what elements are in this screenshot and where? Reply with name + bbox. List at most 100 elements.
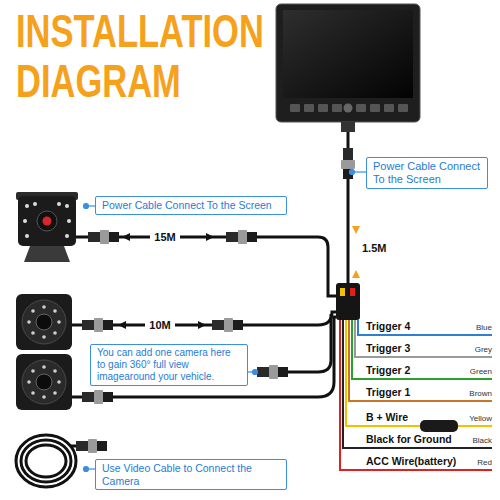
ir-led bbox=[65, 234, 69, 238]
brown-wire bbox=[349, 320, 492, 401]
camera-body bbox=[18, 196, 76, 246]
ir-led bbox=[42, 305, 46, 309]
wire-label: Trigger 1 bbox=[366, 386, 476, 399]
cable-coupler bbox=[212, 318, 243, 332]
cable-coupler bbox=[226, 230, 257, 244]
leader-dot bbox=[84, 467, 89, 472]
side-camera bbox=[16, 354, 72, 410]
leader-dot bbox=[84, 204, 89, 209]
ir-led bbox=[42, 365, 46, 369]
callout-text: Power Cable Connect To the Screen bbox=[102, 199, 280, 212]
wire-color-name: Yellow bbox=[432, 414, 492, 424]
dimension-arrow bbox=[118, 321, 126, 329]
junction-mark bbox=[350, 288, 355, 296]
grey-wire bbox=[355, 320, 492, 357]
ir-led bbox=[42, 335, 46, 339]
monitor-button bbox=[370, 104, 380, 112]
wire-label: Black for Ground bbox=[366, 433, 476, 446]
wire-color-name: Blue bbox=[432, 323, 492, 333]
cable-coupler bbox=[257, 365, 288, 379]
dimension-arrow bbox=[206, 233, 214, 241]
dimension-arrow bbox=[198, 321, 206, 329]
callout-box: You can add one camera here to gain 360°… bbox=[90, 344, 248, 386]
coil-loop bbox=[16, 435, 76, 487]
ir-led bbox=[25, 234, 29, 238]
camera-dome bbox=[22, 300, 66, 344]
diagram-title: INSTALLATION DIAGRAM bbox=[16, 6, 279, 106]
ir-led bbox=[31, 391, 35, 395]
monitor-button bbox=[384, 104, 394, 112]
junction-body bbox=[336, 283, 360, 320]
cable-coupler bbox=[341, 148, 355, 179]
camera-cable bbox=[72, 317, 336, 397]
callout-text: Power Cable Connect To the Screen bbox=[373, 160, 481, 186]
power-button bbox=[344, 104, 353, 113]
callout-text: Use Video Cable to Connect the Camera bbox=[102, 462, 280, 487]
cable-coupler bbox=[82, 390, 113, 404]
callout-leaders bbox=[84, 170, 367, 472]
monitor-button bbox=[332, 104, 342, 112]
monitor-button bbox=[356, 104, 366, 112]
monitor-screen bbox=[283, 10, 413, 98]
wire-color-name: Grey bbox=[432, 345, 492, 355]
callout-box: Power Cable Connect To the Screen bbox=[95, 196, 287, 215]
junction-box bbox=[336, 283, 360, 320]
ir-led bbox=[33, 202, 37, 206]
cable-coupler bbox=[82, 318, 113, 332]
coil-loop bbox=[26, 445, 66, 477]
dimension-label: 15M bbox=[150, 231, 180, 244]
fuse-holder bbox=[420, 420, 458, 432]
ir-led bbox=[31, 309, 35, 313]
trigger-wires bbox=[340, 320, 492, 470]
dimension-arrow bbox=[122, 233, 130, 241]
wire-label: Trigger 3 bbox=[366, 342, 476, 355]
monitor-button bbox=[318, 104, 328, 112]
camera-body bbox=[16, 294, 72, 350]
monitor bbox=[276, 4, 420, 132]
ir-led bbox=[25, 204, 29, 208]
ir-led bbox=[53, 391, 57, 395]
wire-color-name: Green bbox=[432, 367, 492, 377]
wire-label: ACC Wire(battery) bbox=[366, 455, 476, 468]
extension-cable bbox=[288, 314, 331, 372]
dimension-arrow bbox=[352, 226, 360, 234]
camera-bracket bbox=[24, 246, 70, 262]
side-camera bbox=[16, 294, 72, 350]
ir-led bbox=[65, 204, 69, 208]
wire-color-name: Brown bbox=[432, 389, 492, 399]
ir-led bbox=[67, 219, 71, 223]
black-wire bbox=[343, 320, 492, 448]
ir-led bbox=[57, 202, 61, 206]
box-camera bbox=[16, 192, 78, 262]
monitor-stem bbox=[341, 122, 355, 132]
monitor-body bbox=[276, 4, 420, 122]
junction-mark bbox=[340, 288, 345, 296]
wire-label: B + Wire bbox=[366, 411, 476, 424]
dimension-arrow bbox=[352, 270, 360, 278]
ir-led bbox=[57, 320, 61, 324]
wire-label: Trigger 2 bbox=[366, 364, 476, 377]
ir-led bbox=[23, 219, 27, 223]
ir-led bbox=[53, 331, 57, 335]
camera-dome bbox=[22, 360, 66, 404]
ir-led bbox=[42, 395, 46, 399]
monitor-button bbox=[304, 104, 314, 112]
camera-lens bbox=[36, 374, 52, 390]
ir-led bbox=[31, 331, 35, 335]
ir-led bbox=[27, 320, 31, 324]
ir-led bbox=[53, 369, 57, 373]
red-wire bbox=[340, 320, 492, 470]
dimension-label: 10M bbox=[145, 319, 175, 332]
callout-text: You can add one camera here to gain 360°… bbox=[97, 347, 241, 383]
cable-coupler bbox=[76, 439, 107, 453]
camera-lens bbox=[36, 314, 52, 330]
ir-led bbox=[27, 380, 31, 384]
wire-color-name: Red bbox=[432, 458, 492, 468]
callout-box: Use Video Cable to Connect the Camera bbox=[95, 459, 287, 490]
cables bbox=[72, 132, 348, 397]
camera-lens-center bbox=[43, 217, 52, 226]
monitor-button bbox=[290, 104, 300, 112]
ir-led bbox=[53, 309, 57, 313]
ir-led bbox=[57, 380, 61, 384]
